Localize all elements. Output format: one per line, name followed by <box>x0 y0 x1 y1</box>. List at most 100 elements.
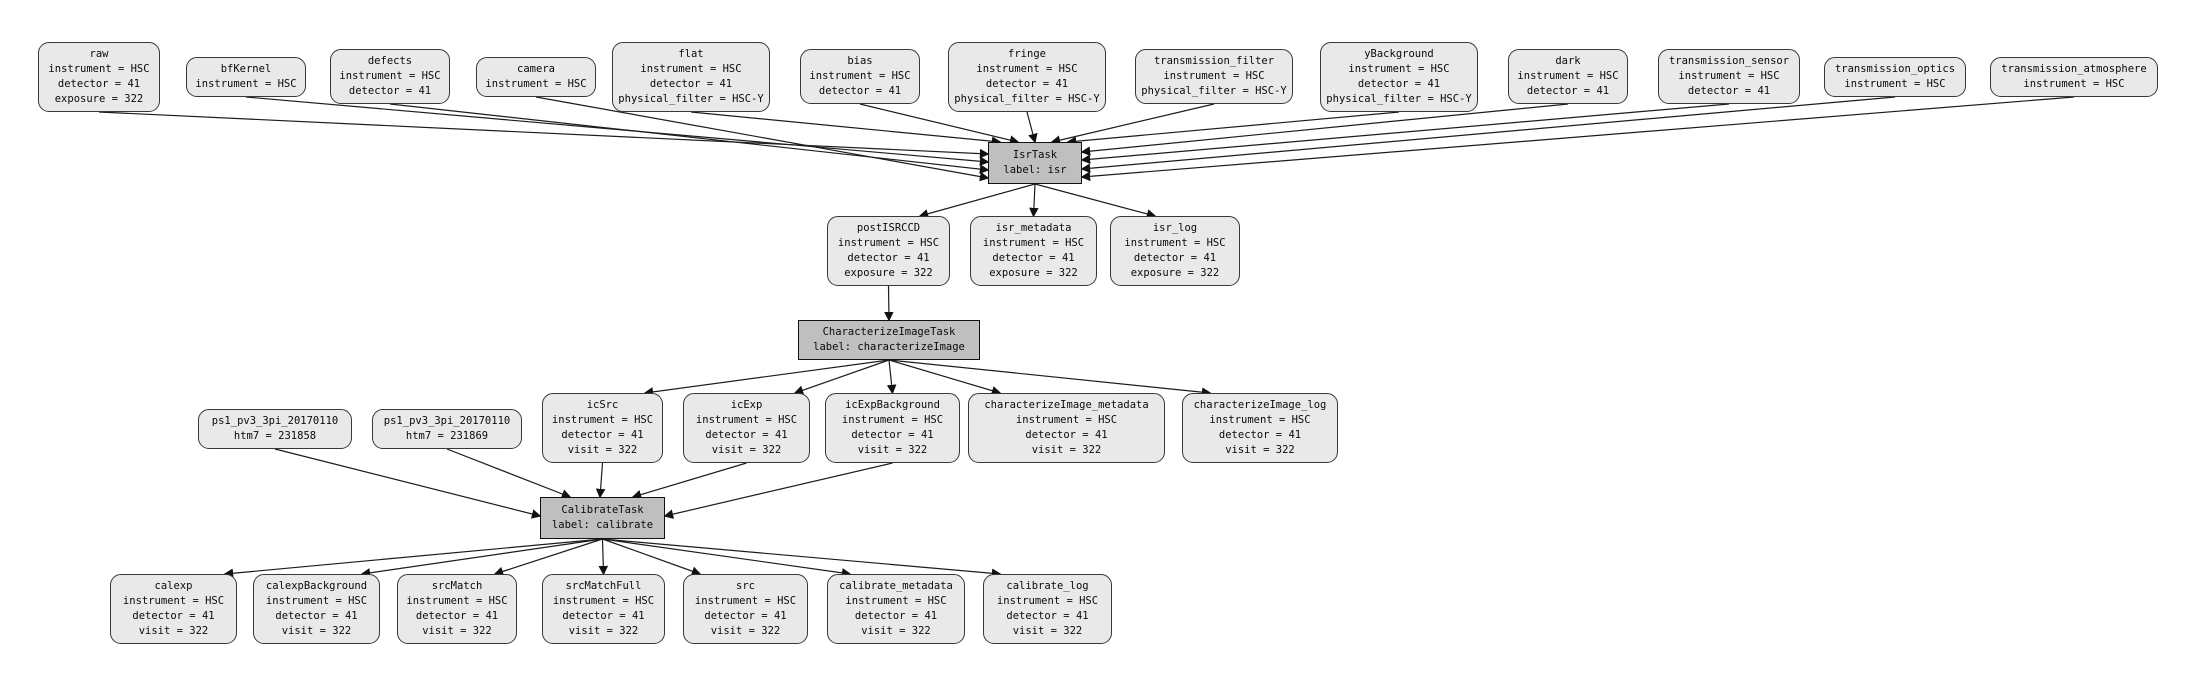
edge-transmission_atmosphere-to-isr <box>1080 96 2075 182</box>
node-title: yBackground <box>1364 48 1434 60</box>
edge-characterizeImage-to-icExp <box>793 359 890 395</box>
node-attribute: visit = 322 <box>861 625 931 637</box>
node-title: calibrate_metadata <box>839 580 953 592</box>
node-attribute: detector = 41 <box>561 429 644 441</box>
node-attribute: instrument = HSC <box>1348 63 1450 75</box>
node-attribute: instrument = HSC <box>640 63 742 75</box>
dataset-node-yBackground: yBackground instrument = HSC detector = 41… <box>1320 42 1478 112</box>
edge-bias-to-isr <box>859 103 1020 145</box>
node-attribute: detector = 41 <box>818 85 902 97</box>
node-attribute: instrument = HSC <box>694 595 797 607</box>
node-attribute: instrument = HSC <box>1209 414 1311 426</box>
node-title: srcMatchFull <box>565 580 642 592</box>
node-attribute: label: isr <box>1003 164 1067 176</box>
node-attribute: instrument = HSC <box>976 63 1078 75</box>
node-attribute: detector = 41 <box>57 78 141 90</box>
node-title: ps1_pv3_3pi_20170110 <box>211 415 339 427</box>
node-attribute: detector = 41 <box>704 610 787 622</box>
node-attribute: detector = 41 <box>847 252 930 264</box>
node-title: dark <box>1555 55 1581 67</box>
node-title: characterizeImage_metadata <box>984 399 1149 411</box>
edge-calibrate-to-calexpBackground <box>360 538 603 578</box>
node-attribute: detector = 41 <box>1526 85 1610 97</box>
node-attribute: exposure = 322 <box>1130 267 1220 279</box>
node-title: transmission_filter <box>1153 55 1275 67</box>
node-title: camera <box>517 63 555 75</box>
edge-characterizeImage-to-icExpBackground <box>886 359 897 395</box>
node-title: characterizeImage_log <box>1193 399 1327 411</box>
node-title: isr_metadata <box>995 222 1072 234</box>
edge-postISRCCD-to-characterizeImage <box>884 285 894 322</box>
node-attribute: instrument = HSC <box>48 63 150 75</box>
node-title: defects <box>367 55 413 67</box>
edge-transmission_sensor-to-isr <box>1080 103 1730 165</box>
node-attribute: instrument = HSC <box>982 237 1085 249</box>
node-attribute: visit = 322 <box>567 444 638 456</box>
node-attribute: instrument = HSC <box>195 78 297 90</box>
edge-transmission_filter-to-isr <box>1050 103 1215 145</box>
edge-transmission_optics-to-isr <box>1080 96 1896 174</box>
node-attribute: visit = 322 <box>1225 444 1295 456</box>
edge-isr-to-isr_metadata <box>1029 183 1039 218</box>
node-title: icExp <box>730 399 763 411</box>
node-attribute: instrument = HSC <box>841 414 944 426</box>
node-attribute: detector = 41 <box>132 610 215 622</box>
edge-isr-to-postISRCCD <box>918 183 1036 219</box>
node-attribute: visit = 322 <box>568 625 639 637</box>
node-attribute: detector = 41 <box>1025 429 1108 441</box>
node-attribute: visit = 322 <box>281 625 352 637</box>
node-attribute: detector = 41 <box>348 85 432 97</box>
node-attribute: htm7 = 231869 <box>405 430 489 442</box>
node-attribute: detector = 41 <box>851 429 934 441</box>
node-title: srcMatch <box>431 580 483 592</box>
node-attribute: instrument = HSC <box>339 70 441 82</box>
node-attribute: detector = 41 <box>562 610 645 622</box>
edge-defects-to-isr <box>389 103 990 174</box>
dataset-node-dark: dark instrument = HSC detector = 41 <box>1508 49 1628 104</box>
node-attribute: label: calibrate <box>551 519 654 531</box>
dataset-node-bfKernel: bfKernel instrument = HSC <box>186 57 306 97</box>
node-attribute: detector = 41 <box>1357 78 1441 90</box>
node-attribute: instrument = HSC <box>122 595 225 607</box>
edge-characterizeImage-to-characterizeImage_metadata <box>888 359 1002 396</box>
edge-calibrate-to-calibrate_log <box>602 538 1002 579</box>
edge-camera-to-isr <box>535 96 990 182</box>
node-attribute: detector = 41 <box>1006 610 1089 622</box>
node-title: flat <box>678 48 704 60</box>
task-node-calibrate: CalibrateTask label: calibrate <box>540 497 665 539</box>
node-attribute: instrument = HSC <box>265 595 368 607</box>
node-title: bfKernel <box>220 63 272 75</box>
edge-isr-to-isr_log <box>1034 183 1157 219</box>
node-attribute: instrument = HSC <box>1163 70 1265 82</box>
edge-yBackground-to-isr <box>1066 111 1400 147</box>
node-attribute: visit = 322 <box>711 444 782 456</box>
node-title: CalibrateTask <box>561 504 644 516</box>
node-title: transmission_sensor <box>1668 55 1790 67</box>
node-attribute: visit = 322 <box>857 444 928 456</box>
node-title: isr_log <box>1152 222 1198 234</box>
node-attribute: instrument = HSC <box>1517 70 1619 82</box>
node-attribute: detector = 41 <box>854 610 938 622</box>
node-attribute: physical_filter = HSC-Y <box>618 93 764 105</box>
dataset-node-defects: defects instrument = HSC detector = 41 <box>330 49 450 104</box>
node-title: fringe <box>1008 48 1046 60</box>
node-attribute: visit = 322 <box>138 625 209 637</box>
node-attribute: detector = 41 <box>705 429 788 441</box>
node-title: CharacterizeImageTask <box>822 326 956 338</box>
node-attribute: physical_filter = HSC-Y <box>1326 93 1472 105</box>
